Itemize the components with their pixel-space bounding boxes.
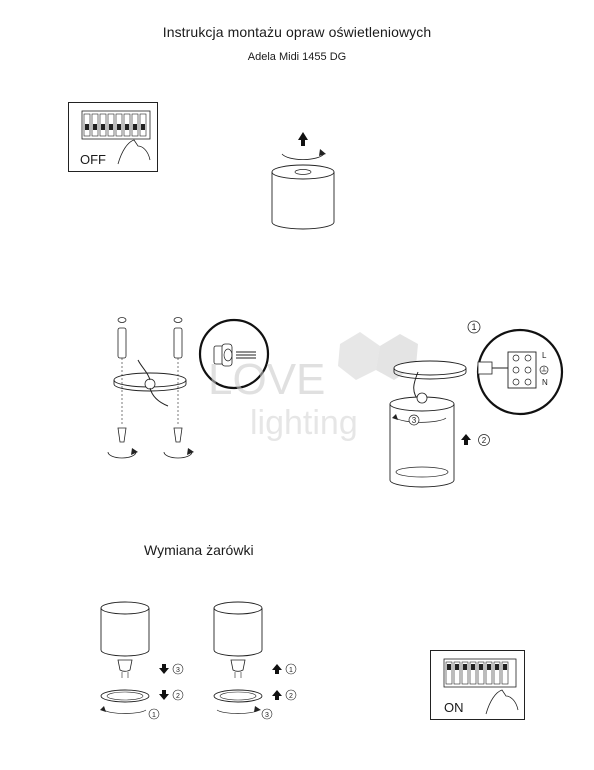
svg-text:3: 3 <box>265 712 269 719</box>
on-label: ON <box>444 700 464 715</box>
watermark-text-main: LOVE <box>208 355 325 404</box>
hand-icon <box>117 139 151 165</box>
rotate-arrow-icon <box>103 709 147 714</box>
up-arrow-icon <box>461 434 471 445</box>
bulb-install-illustration: 1 2 3 <box>213 601 297 720</box>
rotate-arrow-icon <box>395 417 447 423</box>
step-3-badge: 3 <box>412 416 417 425</box>
connector-detail-magnifier <box>198 318 270 390</box>
hand-icon <box>485 689 519 715</box>
luminaire-rotate-illustration <box>271 132 335 230</box>
rotate-arrow-icon <box>107 451 137 459</box>
ground-icon <box>539 365 549 375</box>
document-title: Instrukcja montażu opraw oświetleniowych <box>162 24 432 40</box>
svg-text:1: 1 <box>289 667 293 674</box>
breaker-panel-on <box>430 650 525 720</box>
wall-plug-icon <box>117 327 127 359</box>
step-1-badge: 1 <box>471 322 476 332</box>
svg-text:2: 2 <box>289 693 293 700</box>
bulb-removal-illustration: 3 2 1 <box>100 601 184 720</box>
bulb-section-title: Wymiana żarówki <box>144 542 254 558</box>
bulb-icon <box>117 659 133 672</box>
screw-head-icon <box>117 317 127 323</box>
bulb-icon <box>230 659 246 672</box>
cable <box>149 387 169 407</box>
luminaire-assembly-illustration: 3 <box>389 360 467 488</box>
document-subtitle: Adela Midi 1455 DG <box>247 51 347 63</box>
terminal-label-n: N <box>542 378 548 387</box>
breaker-panel-off <box>68 102 158 172</box>
watermark-text-sub: lighting <box>250 404 358 442</box>
down-arrow-icon <box>159 664 169 674</box>
svg-text:3: 3 <box>176 667 180 674</box>
up-arrow-icon <box>272 664 282 674</box>
terminal-block-magnifier: 1 L N <box>467 320 564 416</box>
up-arrow-icon <box>298 132 308 146</box>
terminal-label-l: L <box>542 351 547 360</box>
step-2-up-arrow: 2 <box>461 434 490 446</box>
screw-icon <box>117 427 127 443</box>
rotate-arrow-icon <box>216 709 260 714</box>
rotate-arrow-icon <box>281 153 325 160</box>
svg-text:1: 1 <box>152 712 156 719</box>
off-label: OFF <box>80 152 106 167</box>
terminal-block <box>507 351 537 389</box>
mounting-plate-illustration <box>107 317 194 459</box>
svg-text:2: 2 <box>176 693 180 700</box>
step-2-badge: 2 <box>482 436 487 445</box>
